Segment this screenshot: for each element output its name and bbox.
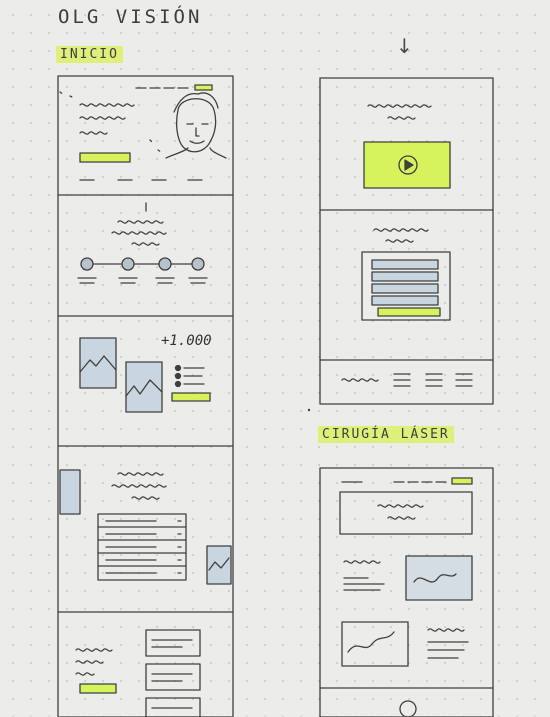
avatar bbox=[399, 700, 417, 717]
steps-section bbox=[77, 202, 208, 284]
cirugia-frame bbox=[319, 467, 494, 717]
cirugia-hero bbox=[339, 477, 473, 535]
footer-section bbox=[341, 373, 473, 387]
face-sketch bbox=[165, 92, 227, 159]
play-icon bbox=[404, 159, 414, 171]
cirugia-info-1 bbox=[343, 555, 473, 601]
section-label-inicio: INICIO bbox=[56, 46, 123, 63]
page-title: OLG VISIÓN bbox=[58, 6, 203, 28]
content-frame bbox=[319, 77, 494, 405]
inicio-frame bbox=[57, 75, 234, 717]
video-section bbox=[363, 104, 451, 189]
contact-section bbox=[75, 629, 201, 717]
arrow-down-icon: ↓ bbox=[396, 34, 413, 58]
cirugia-info-2 bbox=[341, 621, 469, 667]
stats-section bbox=[79, 337, 211, 413]
hero-section bbox=[59, 84, 227, 181]
section-label-cirugia: CIRUGÍA LÁSER bbox=[318, 426, 454, 443]
features-section bbox=[361, 228, 451, 321]
list-section bbox=[59, 469, 232, 585]
stat-number: +1.000 bbox=[161, 333, 212, 349]
